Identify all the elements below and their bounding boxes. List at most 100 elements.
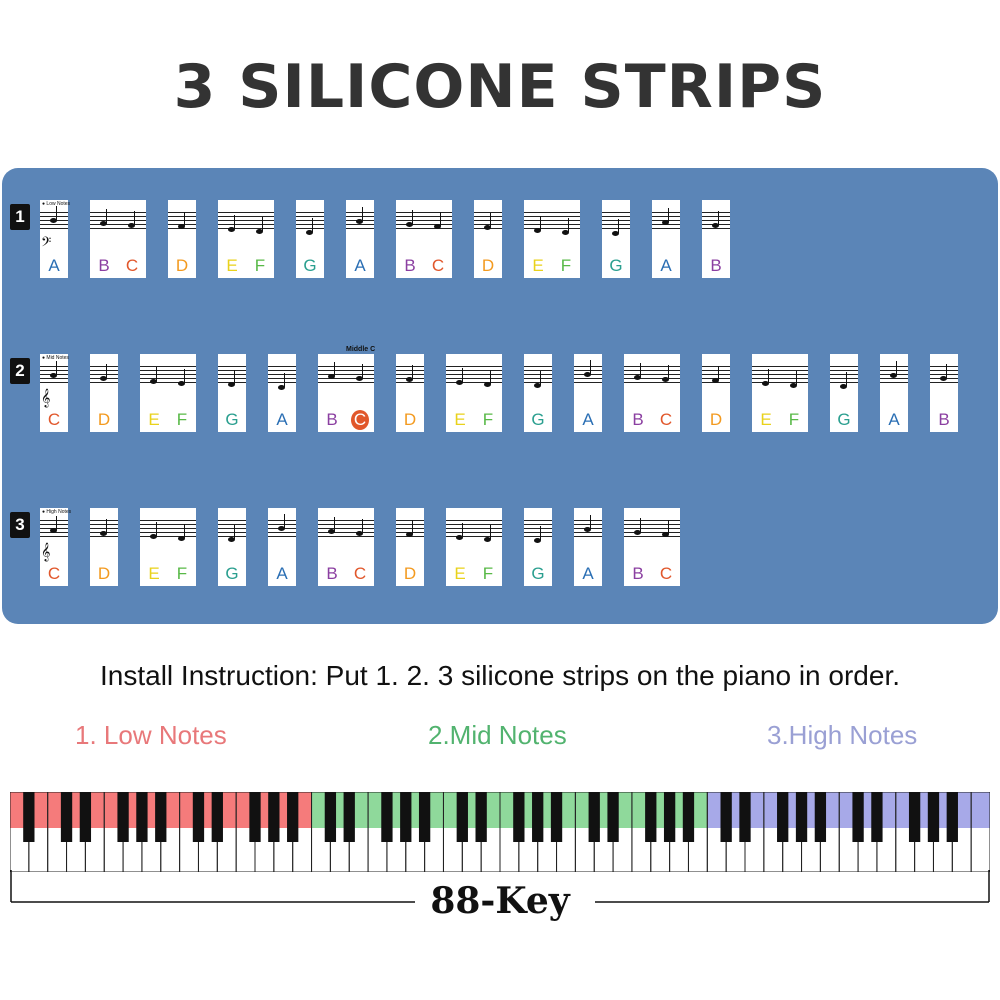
black-key[interactable] (663, 792, 676, 842)
staff-line (318, 536, 374, 537)
staff-line (624, 520, 680, 521)
black-key[interactable] (852, 792, 864, 842)
black-key[interactable] (550, 792, 563, 842)
note-letter: C (659, 564, 673, 583)
black-key[interactable] (795, 792, 808, 842)
black-key[interactable] (946, 792, 958, 842)
white-key[interactable] (970, 792, 990, 872)
black-key[interactable] (249, 792, 261, 842)
black-key[interactable] (117, 792, 129, 842)
staff-line (218, 536, 246, 537)
staff-line (318, 524, 374, 525)
staff-line (574, 524, 602, 525)
staff-line (524, 224, 580, 225)
staff-line (524, 382, 552, 383)
note-stem (718, 211, 719, 225)
black-key[interactable] (381, 792, 393, 842)
note-stem (362, 207, 363, 221)
black-key[interactable] (532, 792, 544, 842)
note-head (306, 230, 313, 235)
staff-line (446, 528, 502, 529)
strip-number-badge: 3 (10, 512, 30, 538)
black-key[interactable] (287, 792, 299, 842)
black-key[interactable] (60, 792, 73, 842)
note-letter: D (403, 410, 417, 429)
black-key[interactable] (513, 792, 525, 842)
note-head (406, 222, 413, 227)
note-stem (284, 373, 285, 387)
staff-line (318, 528, 374, 529)
note-stem (156, 522, 157, 536)
staff-line (268, 532, 296, 533)
black-key[interactable] (343, 792, 355, 842)
black-key[interactable] (588, 792, 600, 842)
note-stem (490, 213, 491, 227)
black-key[interactable] (136, 792, 148, 842)
staff-line (474, 224, 502, 225)
staff-line (446, 520, 502, 521)
staff-line (602, 228, 630, 229)
black-key[interactable] (155, 792, 167, 842)
note-letter: A (888, 410, 900, 429)
note-card: G (218, 354, 246, 432)
note-stem (284, 514, 285, 528)
note-stem (184, 212, 185, 226)
black-key[interactable] (871, 792, 883, 842)
black-key[interactable] (927, 792, 940, 842)
staff-line (830, 382, 858, 383)
staff-line (524, 220, 580, 221)
black-key[interactable] (268, 792, 280, 842)
note-letter: C (659, 410, 673, 429)
note-card: ● Mid Notes𝄞C (40, 354, 69, 432)
staff-line (830, 366, 858, 367)
note-card: A (574, 508, 602, 586)
black-key[interactable] (400, 792, 412, 842)
black-key[interactable] (720, 792, 732, 842)
staff-line (652, 216, 680, 217)
note-head (150, 534, 157, 539)
staff-line (624, 528, 680, 529)
note-head (100, 221, 107, 226)
black-key[interactable] (645, 792, 657, 842)
black-key[interactable] (418, 792, 431, 842)
black-key[interactable] (739, 792, 751, 842)
note-stem (106, 519, 107, 533)
black-key[interactable] (475, 792, 487, 842)
staff-line (702, 216, 730, 217)
staff-line (624, 378, 680, 379)
note-stem (668, 520, 669, 534)
staff-line (574, 382, 602, 383)
black-key[interactable] (324, 792, 337, 842)
note-letter: D (97, 564, 111, 583)
black-key[interactable] (211, 792, 223, 842)
black-key[interactable] (607, 792, 619, 842)
black-key[interactable] (23, 792, 35, 842)
black-key[interactable] (908, 792, 921, 842)
note-stem (718, 366, 719, 380)
note-stem (184, 524, 185, 538)
staff-line (90, 524, 118, 525)
black-key[interactable] (814, 792, 827, 842)
note-letter: F (482, 564, 494, 583)
note-head (228, 537, 235, 542)
note-letter: G (225, 410, 239, 429)
staff-line (218, 366, 246, 367)
note-stem (490, 525, 491, 539)
black-key[interactable] (777, 792, 789, 842)
note-stem (262, 217, 263, 231)
staff-line (880, 370, 908, 371)
staff-line (396, 374, 424, 375)
staff-line (602, 224, 630, 225)
black-key[interactable] (456, 792, 468, 842)
note-head (328, 374, 335, 379)
staff-line (90, 528, 118, 529)
black-key[interactable] (682, 792, 695, 842)
black-key[interactable] (192, 792, 205, 842)
clef-icon: 𝄢 (41, 234, 52, 253)
black-key[interactable] (79, 792, 92, 842)
